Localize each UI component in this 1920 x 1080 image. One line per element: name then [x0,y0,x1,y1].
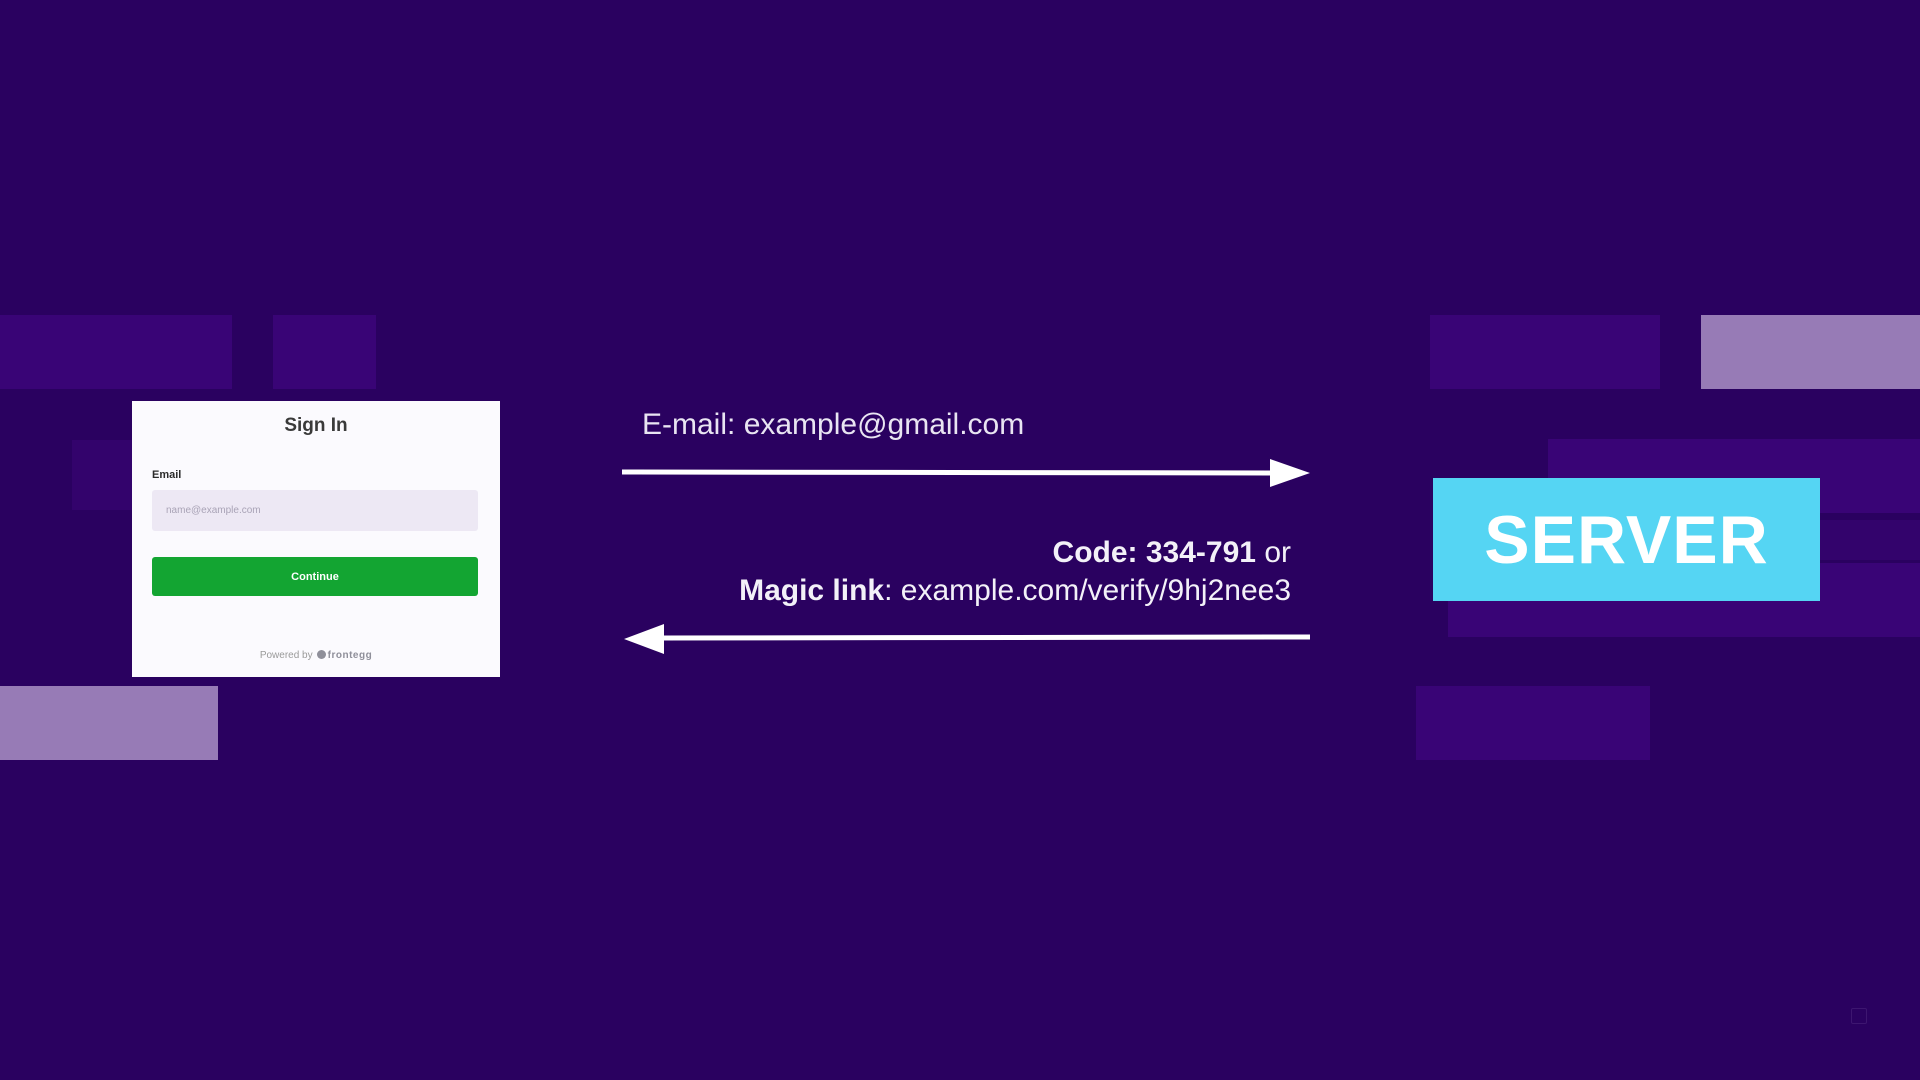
background-block [0,315,232,389]
request-message: E-mail: example@gmail.com [642,408,1024,442]
magic-link-value: : example.com/verify/9hj2nee3 [884,574,1291,607]
background-block [1701,315,1920,389]
magic-link-label: Magic link [739,574,885,607]
powered-by-footer: Powered by frontegg [132,650,500,661]
background-block [1820,520,1920,560]
frontegg-brand: frontegg [327,650,373,661]
background-block [273,315,376,389]
background-block [1416,686,1650,760]
server-box: SERVER [1433,478,1820,601]
signin-title: Sign In [284,415,348,436]
background-block [0,686,218,760]
continue-button[interactable]: Continue [152,557,478,596]
email-label: Email [152,469,182,481]
request-email-value: example@gmail.com [743,408,1025,441]
signin-card: Sign In Email Continue Powered by fronteg… [132,401,500,677]
response-code: Code: 334-791 [1052,536,1256,569]
arrow-left-icon [624,624,1311,654]
email-input[interactable] [152,490,478,531]
powered-by-label: Powered by [259,650,313,661]
response-magic-line: Magic link: example.com/verify/9hj2nee3 [739,574,1291,608]
frontegg-logo-icon [316,650,326,659]
background-block [1430,315,1660,389]
response-or: or [1255,536,1291,569]
server-label: SERVER [1484,501,1769,578]
corner-mark-icon [1851,1008,1867,1024]
request-label: E-mail: [642,408,744,441]
background-block [72,440,132,510]
response-code-line: Code: 334-791 or [1053,536,1291,570]
arrow-right-icon [621,459,1310,487]
